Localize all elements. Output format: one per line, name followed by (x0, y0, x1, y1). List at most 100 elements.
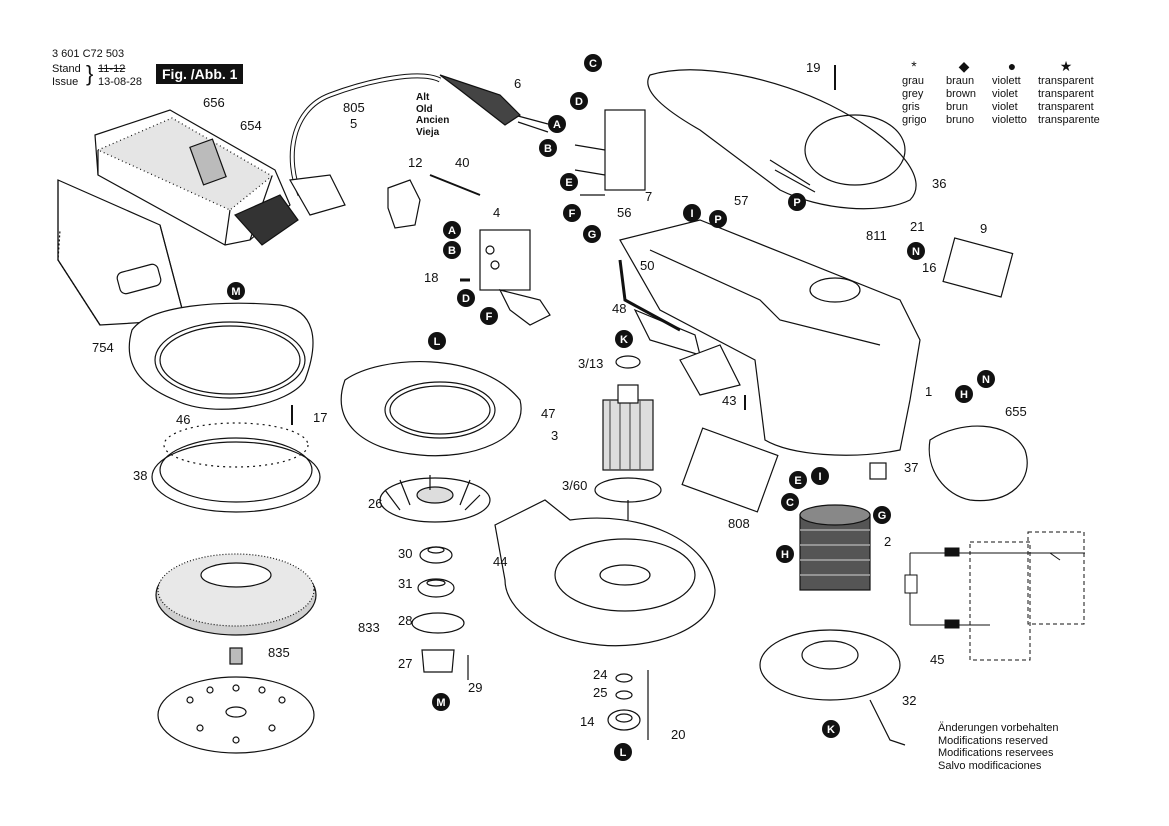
callout-letter-c: C (781, 493, 799, 511)
sanding-pad-833 (155, 553, 317, 665)
part-number-label: 28 (398, 613, 412, 628)
part-number-label: 26 (368, 496, 382, 511)
legend-transparent: ★ transparent transparent transparent tr… (1038, 58, 1100, 126)
part-number-label: 48 (612, 301, 626, 316)
part-number-label: 808 (728, 516, 750, 531)
part-number-label: 27 (398, 656, 412, 671)
svg-text:B: B (544, 143, 552, 155)
svg-text:H: H (960, 389, 968, 401)
svg-text:A: A (448, 225, 456, 237)
part-number-label: 50 (640, 258, 654, 273)
base-45 (759, 629, 906, 746)
legend-violet: ● violett violet violet violetto (992, 58, 1062, 127)
issue-label: Issue (52, 76, 79, 88)
top-cover-36 (647, 69, 917, 210)
svg-text:B: B (448, 245, 456, 257)
gear-housing-44 (494, 499, 716, 647)
part-number-label: 47 (541, 406, 555, 421)
part-number-label: 656 (203, 95, 225, 110)
svg-text:K: K (827, 724, 835, 736)
svg-text:E: E (794, 475, 801, 487)
diamond-icon: ◆ (958, 58, 970, 74)
ring-38 (151, 422, 321, 513)
small-parts (607, 670, 649, 740)
part-number-label: 5 (350, 116, 357, 131)
part-number-label: 30 (398, 546, 412, 561)
part-number-label: 835 (268, 645, 290, 660)
svg-text:A: A (553, 119, 561, 131)
part-number-label: 57 (734, 193, 748, 208)
switch-4 (479, 229, 551, 326)
issue-value: 13-08-28 (98, 76, 143, 88)
svg-text:N: N (982, 374, 990, 386)
part-number-label: 43 (722, 393, 736, 408)
callout-letter-n: N (907, 242, 925, 260)
part-56 (574, 109, 646, 196)
figure-label: Fig. /Abb. 1 (156, 64, 244, 84)
svg-text:D: D (462, 293, 470, 305)
dust-box-654 (94, 109, 299, 246)
svg-text:I: I (690, 208, 693, 220)
callout-letter-l: L (614, 743, 632, 761)
callout-letter-m: M (432, 693, 450, 711)
stand-label: Stand (52, 63, 81, 75)
callout-letter-i: I (683, 204, 701, 222)
motor-housing-1 (619, 219, 921, 456)
part-number-label: 19 (806, 60, 820, 75)
callout-letter-a: A (443, 221, 461, 239)
callout-letter-h: H (776, 545, 794, 563)
callout-letter-k: K (615, 330, 633, 348)
part-number-label: 38 (133, 468, 147, 483)
part-number-label: 3 (551, 428, 558, 443)
callout-letter-g: G (873, 506, 891, 524)
part-number-label: 12 (408, 155, 422, 170)
brace: } (86, 61, 94, 86)
star-icon: ★ (1059, 58, 1073, 74)
part-number-label: 45 (930, 652, 944, 667)
old-en: Old (416, 103, 433, 115)
svg-text:M: M (436, 697, 445, 709)
part-number-label: 811 (866, 228, 887, 243)
legend-grey: * grau grey gris grigo (902, 58, 927, 126)
part-number-label: 36 (932, 176, 946, 191)
part-number-label: 21 (910, 219, 924, 234)
dot-icon: ● (1007, 58, 1017, 74)
guide-48-50 (618, 259, 741, 396)
part-number-label: 7 (645, 189, 652, 204)
part-number-label: 14 (580, 714, 594, 729)
label-9 (942, 237, 1014, 298)
legend-brown: ◆ braun brown brun bruno (946, 58, 1016, 127)
part-12 (387, 174, 481, 229)
callout-letter-b: B (443, 241, 461, 259)
part-number-label: 6 (514, 76, 521, 91)
svg-text:C: C (589, 58, 597, 70)
callout-letter-m: M (227, 282, 245, 300)
shroud-46 (128, 302, 314, 410)
callout-letter-e: E (560, 173, 578, 191)
part-number-label: 654 (240, 118, 262, 133)
rear-cover-655 (928, 425, 1028, 502)
callout-letter-c: C (584, 54, 602, 72)
part-number-label: 4 (493, 205, 500, 220)
svg-text:I: I (818, 471, 821, 483)
svg-text:K: K (620, 334, 628, 346)
svg-text:G: G (588, 229, 597, 241)
bearing-stack (411, 546, 469, 680)
part-number-label: 833 (358, 620, 380, 635)
old-de: Alt (416, 92, 430, 103)
part-number-label: 32 (902, 693, 916, 708)
old-fr: Ancien (416, 115, 450, 126)
part-number-label: 3/60 (562, 478, 587, 493)
callout-letter-i: I (811, 467, 829, 485)
doc-number: 3 601 C72 503 (52, 48, 125, 60)
part-number-label: 2 (884, 534, 891, 549)
callout-letter-g: G (583, 225, 601, 243)
field-coil-2 (799, 504, 871, 591)
callout-letter-p: P (709, 210, 727, 228)
part-number-label: 17 (313, 410, 327, 425)
modifications-note: Änderungen vorbehalten Modifications res… (938, 722, 1059, 772)
callout-letter-b: B (539, 139, 557, 157)
